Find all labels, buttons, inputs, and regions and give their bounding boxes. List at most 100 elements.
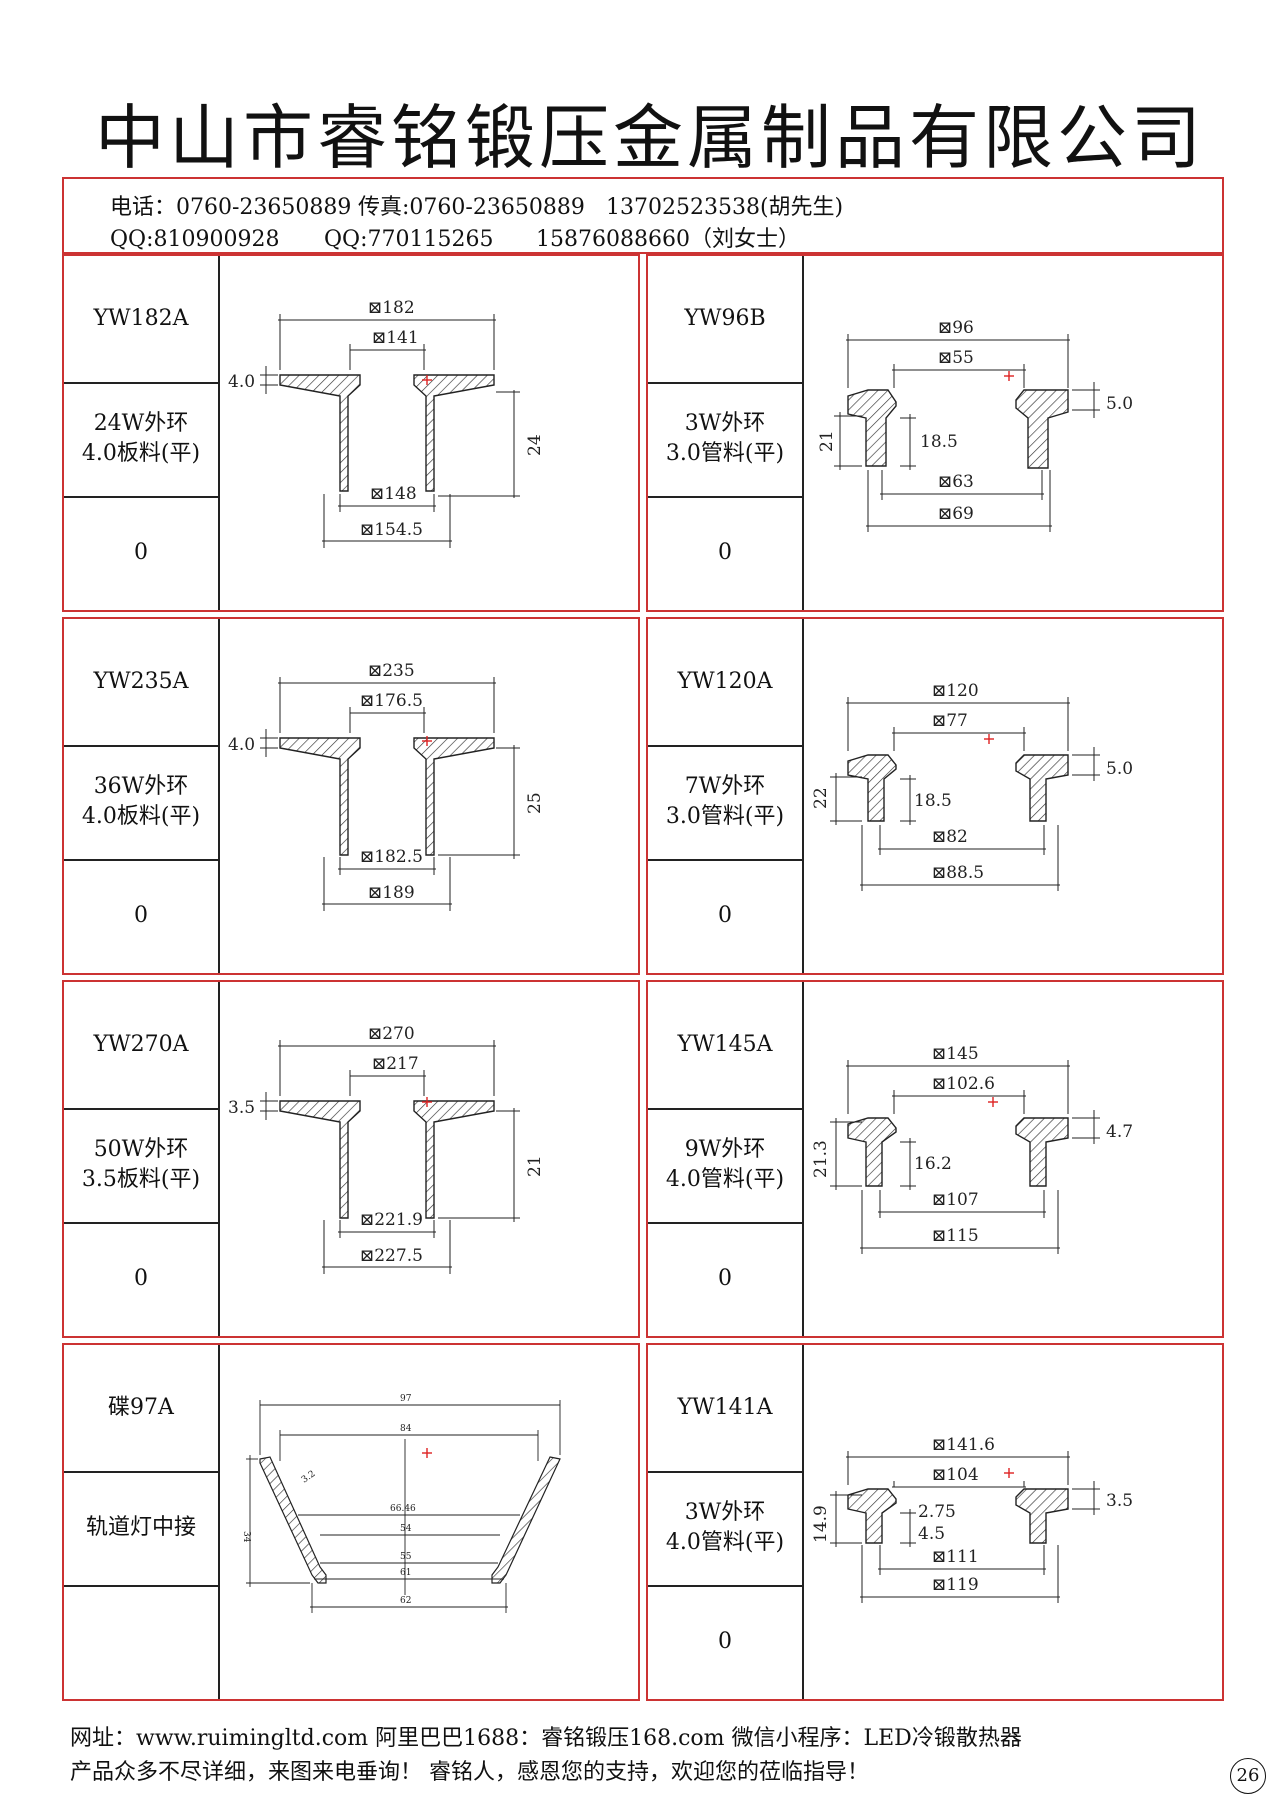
dim-top-outer: ⊠182 xyxy=(368,298,415,318)
footer-line-1: 网址：www.ruimingltd.com 阿里巴巴1688：睿铭锻压168.c… xyxy=(70,1726,1022,1751)
product-desc: 7W外环 3.0管料(平) xyxy=(648,745,802,861)
product-desc: 50W外环 3.5板料(平) xyxy=(64,1108,218,1224)
product-qty: 0 xyxy=(718,540,732,566)
product-card: YW270A 50W外环 3.5板料(平) 0 ⊠270 ⊠217 ⊠221.9 xyxy=(62,980,640,1338)
product-code: YW182A xyxy=(64,256,218,384)
dim-thickness: 3.5 xyxy=(228,1098,255,1118)
dim-thickness: 4.0 xyxy=(228,372,255,392)
product-desc: 9W外环 4.0管料(平) xyxy=(648,1108,802,1224)
product-desc: 36W外环 4.0板料(平) xyxy=(64,745,218,861)
product-code: 碟97A xyxy=(64,1345,218,1473)
dim-height: 21 xyxy=(525,1155,545,1177)
dim-61: 61 xyxy=(400,1568,411,1578)
product-code: YW120A xyxy=(648,619,802,747)
dim-height: 14.9 xyxy=(811,1505,831,1543)
dim-thickness: 4.7 xyxy=(1106,1122,1133,1142)
qq-1: QQ:810900928 xyxy=(110,227,280,252)
mobile-1: 13702523538(胡先生) xyxy=(606,195,844,220)
dim-height: 25 xyxy=(525,792,545,814)
dim-thickness: 3.5 xyxy=(1106,1491,1133,1511)
product-qty xyxy=(64,1585,218,1699)
dim-top-inner: ⊠77 xyxy=(932,711,968,731)
product-code: YW145A xyxy=(648,982,802,1110)
product-card: YW120A 7W外环 3.0管料(平) 0 ⊠120 ⊠77 ⊠8 xyxy=(646,617,1224,975)
technical-drawing: ⊠145 ⊠102.6 ⊠107 ⊠115 4.7 16.2 21.3 xyxy=(804,982,1222,1336)
product-desc: 轨道灯中接 xyxy=(64,1471,218,1587)
product-card: YW235A 36W外环 4.0板料(平) 0 ⊠235 ⊠176.5 ⊠182… xyxy=(62,617,640,975)
dim-84: 84 xyxy=(400,1424,412,1434)
footer-line-2: 产品众多不尽详细，来图来电垂询！ 睿铭人，感恩您的支持，欢迎您的莅临指导！ xyxy=(70,1760,869,1785)
dim-bottom-outer: ⊠115 xyxy=(932,1226,979,1246)
dim-55: 55 xyxy=(400,1552,412,1562)
product-qty: 0 xyxy=(718,1266,732,1292)
product-code: YW96B xyxy=(648,256,802,384)
product-card: YW96B 3W外环 3.0管料(平) 0 ⊠96 ⊠55 ⊠63 xyxy=(646,254,1224,612)
dim-97: 97 xyxy=(400,1394,412,1404)
dim-top-outer: ⊠120 xyxy=(932,681,979,701)
dim-top-outer: ⊠235 xyxy=(368,661,415,681)
product-card: YW141A 3W外环 4.0管料(平) 0 ⊠141.6 ⊠104 xyxy=(646,1343,1224,1701)
dim-top-outer: ⊠145 xyxy=(932,1044,979,1064)
product-meta: YW120A 7W外环 3.0管料(平) 0 xyxy=(648,619,804,973)
dim-bottom-outer: ⊠227.5 xyxy=(360,1246,423,1266)
product-qty: 0 xyxy=(134,540,148,566)
dim-top-outer: ⊠96 xyxy=(938,318,974,338)
product-meta: 碟97A 轨道灯中接 xyxy=(64,1345,220,1699)
dim-bottom-inner: ⊠111 xyxy=(932,1547,979,1567)
dim-height: 24 xyxy=(525,434,545,456)
dim-top-inner: ⊠176.5 xyxy=(360,691,423,711)
technical-drawing: ⊠120 ⊠77 ⊠82 ⊠88.5 5.0 18.5 22 xyxy=(804,619,1222,973)
product-meta: YW96B 3W外环 3.0管料(平) 0 xyxy=(648,256,804,610)
product-desc: 3W外环 4.0管料(平) xyxy=(648,1471,802,1587)
fax: 传真:0760-23650889 xyxy=(358,195,585,220)
product-card: YW182A 24W外环 4.0板料(平) 0 ⊠182 ⊠141 ⊠148 xyxy=(62,254,640,612)
dim-top-inner: ⊠141 xyxy=(372,328,419,348)
dim-bottom-outer: ⊠69 xyxy=(938,504,974,524)
product-desc: 3W外环 3.0管料(平) xyxy=(648,382,802,498)
dim-height: 21 xyxy=(817,430,837,452)
dim-54: 54 xyxy=(400,1524,412,1534)
dim-stem: 18.5 xyxy=(914,791,952,811)
product-code: YW270A xyxy=(64,982,218,1110)
dim-bottom-outer: ⊠189 xyxy=(368,883,415,903)
technical-drawing: ⊠182 ⊠141 ⊠148 ⊠154.5 4.0 24 xyxy=(220,256,638,610)
dim-top-inner: ⊠217 xyxy=(372,1054,419,1074)
dim-bottom-inner: ⊠82 xyxy=(932,827,968,847)
technical-drawing: ⊠96 ⊠55 ⊠63 ⊠69 5.0 18.5 21 xyxy=(804,256,1222,610)
product-meta: YW145A 9W外环 4.0管料(平) 0 xyxy=(648,982,804,1336)
dim-top-inner: ⊠102.6 xyxy=(932,1074,995,1094)
product-meta: YW141A 3W外环 4.0管料(平) 0 xyxy=(648,1345,804,1699)
product-meta: YW235A 36W外环 4.0板料(平) 0 xyxy=(64,619,220,973)
dim-height: 22 xyxy=(811,787,831,809)
dim-bottom-outer: ⊠119 xyxy=(932,1575,979,1595)
mobile-2: 15876088660（刘女士） xyxy=(536,227,800,252)
page-title: 中山市睿铭锻压金属制品有限公司 xyxy=(95,97,1205,179)
dim-bottom-inner: ⊠182.5 xyxy=(360,847,423,867)
dim-bottom-inner: ⊠63 xyxy=(938,472,974,492)
product-qty: 0 xyxy=(134,903,148,929)
dim-top-outer: ⊠141.6 xyxy=(932,1435,995,1455)
product-qty: 0 xyxy=(718,1629,732,1655)
technical-drawing: ⊠270 ⊠217 ⊠221.9 ⊠227.5 3.5 21 xyxy=(220,982,638,1336)
product-qty: 0 xyxy=(718,903,732,929)
product-code: YW235A xyxy=(64,619,218,747)
dim-bottom-inner: ⊠107 xyxy=(932,1190,979,1210)
dim-62: 62 xyxy=(400,1596,411,1606)
qq-2: QQ:770115265 xyxy=(324,227,494,252)
dim-stem-a: 2.75 xyxy=(918,1502,956,1522)
footer: 网址：www.ruimingltd.com 阿里巴巴1688：睿铭锻压168.c… xyxy=(70,1722,1022,1790)
dim-stem: 18.5 xyxy=(920,432,958,452)
product-desc: 24W外环 4.0板料(平) xyxy=(64,382,218,498)
product-meta: YW270A 50W外环 3.5板料(平) 0 xyxy=(64,982,220,1336)
dim-top-inner: ⊠55 xyxy=(938,348,974,368)
dim-34: 34 xyxy=(241,1531,251,1543)
dim-top-outer: ⊠270 xyxy=(368,1024,415,1044)
dim-66-46: 66.46 xyxy=(390,1504,416,1514)
dim-thickness: 5.0 xyxy=(1106,394,1133,414)
dim-thickness: 5.0 xyxy=(1106,759,1133,779)
product-qty: 0 xyxy=(134,1266,148,1292)
dim-stem: 16.2 xyxy=(914,1154,952,1174)
product-meta: YW182A 24W外环 4.0板料(平) 0 xyxy=(64,256,220,610)
